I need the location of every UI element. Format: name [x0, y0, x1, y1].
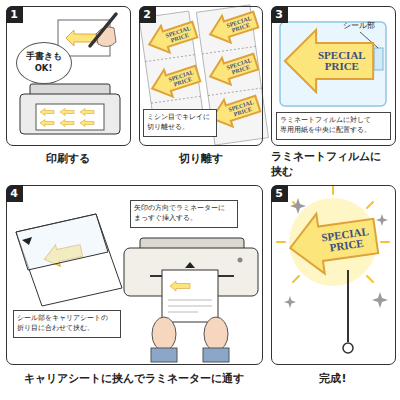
bubble-text: 手書きも OK! — [17, 51, 71, 73]
step-number: 3 — [275, 8, 283, 21]
sign-stick — [347, 270, 349, 342]
price-sign: SPECIAL PRICE — [283, 204, 381, 280]
step-panel: 完成!5SPECIAL PRICE — [271, 185, 396, 365]
note-text: 矢印の方向でラミネーターに まっすぐ挿入する。 — [134, 204, 234, 223]
printed-signs — [40, 109, 94, 127]
sign-text: SPECIAL PRICE — [221, 52, 258, 80]
step-badge: 5 — [271, 185, 288, 202]
arrow-shape — [144, 16, 198, 58]
callout-label: シール部 — [343, 21, 375, 31]
note-text: ミシン目でキレイに 切り離せる。 — [147, 113, 213, 132]
step-panel: 印刷する1手書きも OK! — [6, 6, 131, 146]
note-text: ラミネートフィルムに対して 専用用紙を中央に配置する。 — [280, 116, 387, 135]
direction-mark — [22, 237, 32, 245]
price-sign: SPECIAL PRICE — [283, 28, 375, 94]
note-text: シール部をキャリアシートの 折り目に合わせて挟む。 — [17, 314, 117, 333]
price-sign: SPECIAL PRICE — [146, 59, 203, 103]
carrier-paper — [162, 270, 218, 322]
step-caption: キャリアシートに挟んでラミネーターに通す — [6, 372, 263, 387]
sleeve — [203, 348, 229, 362]
printed-sheet — [36, 104, 104, 130]
speech-bubble: 手書きも OK! — [16, 42, 72, 84]
step-badge: 1 — [6, 6, 23, 23]
step-caption: 切り離す — [139, 152, 263, 167]
note-box: 矢印の方向でラミネーターに まっすぐ挿入する。 — [130, 200, 238, 228]
sign-text: SPECIAL PRICE — [163, 64, 200, 92]
step-number: 5 — [275, 187, 283, 200]
step-number: 2 — [143, 8, 151, 21]
carrier-sheet — [16, 214, 122, 306]
printer-body — [20, 94, 120, 134]
note-box: ミシン目でキレイに 切り離せる。 — [143, 109, 217, 137]
step-badge: 3 — [271, 6, 288, 23]
step-caption: ラミネートフィルムに 挟む — [271, 150, 396, 180]
sign-text: SPECIAL PRICE — [221, 10, 258, 38]
step-caption: 印刷する — [6, 152, 131, 167]
arrow-shape — [205, 6, 259, 48]
paper-lines — [168, 300, 212, 312]
price-sign: SPECIAL PRICE — [204, 47, 261, 91]
step-panel: キャリアシートに挟んでラミネーターに通す4矢印の方向でラミネーターに まっすぐ挿… — [6, 185, 263, 365]
perforation — [202, 46, 261, 95]
note-box: ラミネートフィルムに対して 専用用紙を中央に配置する。 — [276, 112, 391, 140]
step-badge: 2 — [139, 6, 156, 23]
arrow-shape — [147, 60, 201, 102]
hand — [152, 317, 176, 351]
stick-ring — [343, 343, 353, 353]
sparkles — [284, 198, 388, 308]
sign-text: SPECIAL PRICE — [314, 215, 378, 264]
shine-rays — [277, 186, 389, 282]
step-number: 4 — [10, 187, 18, 200]
sign-text: SPECIAL PRICE — [223, 94, 260, 122]
step-badge: 4 — [6, 185, 23, 202]
paper-sign — [170, 281, 190, 291]
laminate-film — [280, 22, 386, 106]
arrow-shape — [286, 206, 380, 278]
arrow-shape — [284, 29, 372, 91]
step-number: 1 — [10, 8, 18, 21]
seal-tab — [374, 48, 383, 70]
pen — [90, 14, 116, 46]
sign-text: SPECIAL PRICE — [160, 20, 197, 48]
hand — [204, 317, 228, 351]
laminator-button — [238, 258, 243, 263]
step-panel: ラミネートフィルムに 挟む3SPECIAL PRICEラミネートフィルムに対して… — [271, 6, 396, 146]
arrow-shape — [205, 48, 259, 90]
note-box: シール部をキャリアシートの 折り目に合わせて挟む。 — [13, 310, 121, 338]
step-panel: 切り離す2SPECIAL PRICESPECIAL PRICESPECIAL P… — [139, 6, 263, 146]
insert-arrow — [185, 262, 195, 268]
sleeve — [151, 348, 177, 362]
sign-text: SPECIAL PRICE — [312, 39, 372, 81]
carrier-flap — [16, 214, 108, 270]
step-caption: 完成! — [271, 372, 396, 387]
price-sign: SPECIAL PRICE — [204, 5, 261, 49]
